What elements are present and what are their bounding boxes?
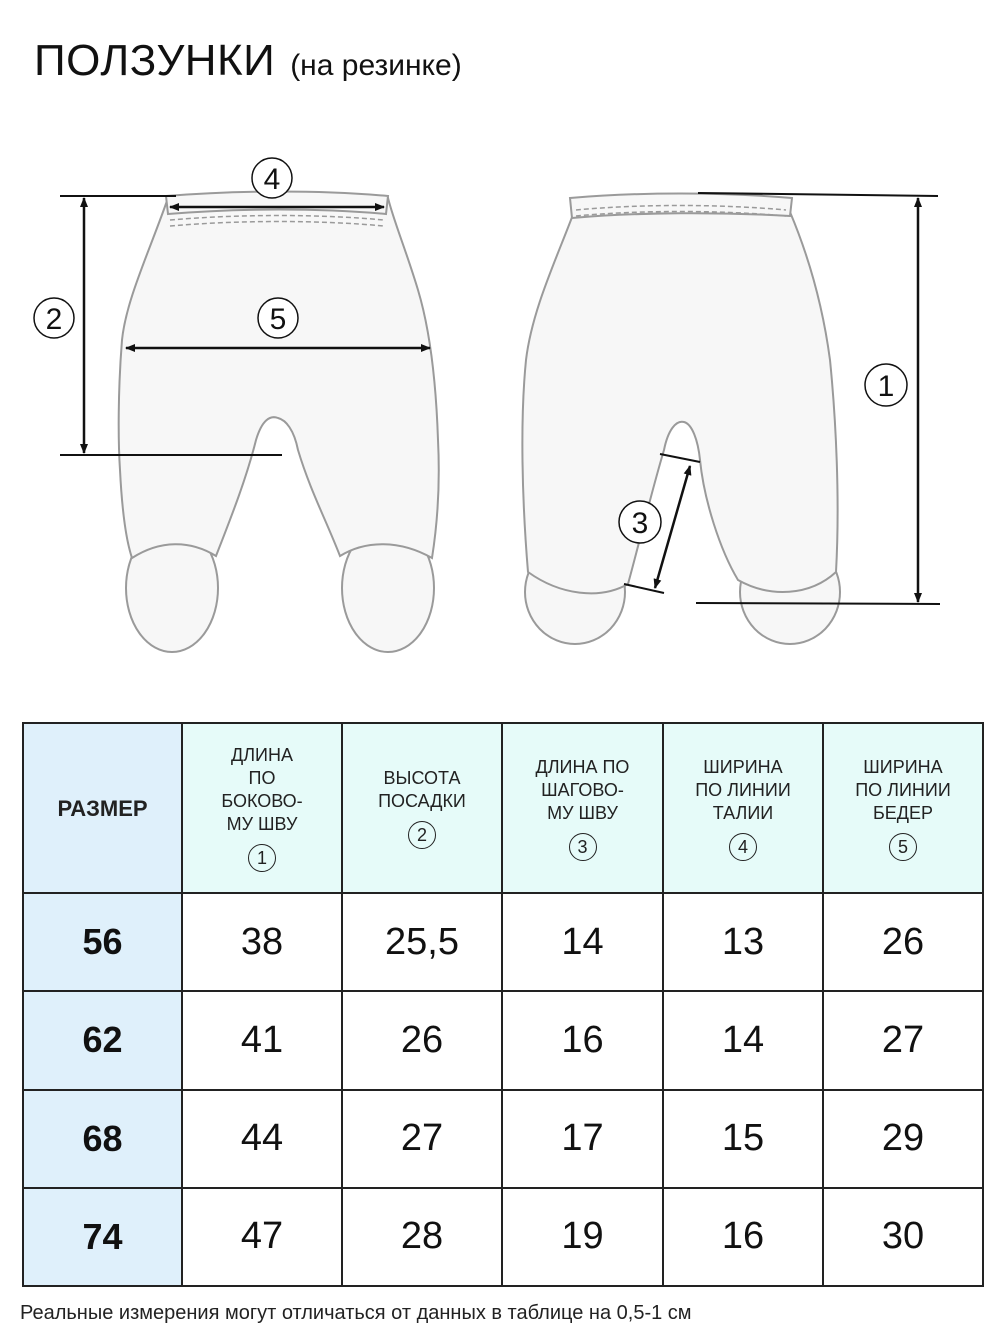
table-cell: 16 [501, 990, 664, 1091]
front-body [117, 197, 440, 560]
column-marker: 4 [729, 832, 757, 861]
pants-back-view [521, 192, 841, 645]
table-row: 56 38 25,5 14 13 26 [22, 891, 984, 993]
marker-5-circle [257, 297, 299, 339]
marker-4-circle [251, 157, 293, 199]
ref-line-inseam-top [659, 453, 701, 463]
table-cell: 41 [181, 990, 343, 1091]
table-cell: 15 [662, 1088, 824, 1189]
column-label: ШИРИНА ПО ЛИНИИ БЕДЕР [855, 756, 951, 823]
title-subtitle: (на резинке) [290, 49, 462, 82]
table-cell: 16 [662, 1186, 824, 1288]
marker-2-circle [33, 297, 75, 339]
size-chart-table: РАЗМЕР ДЛИНА ПО БОКОВО- МУ ШВУ 1 ВЫСОТА … [22, 722, 984, 1288]
ref-line-waist-back [697, 192, 939, 197]
page-title: ПОЛЗУНКИ (на резинке) [34, 36, 462, 86]
marker-1-label: 1 [878, 370, 895, 403]
table-cell: 38 [181, 891, 343, 993]
table-cell: 26 [822, 891, 984, 993]
ref-line-bottom-back [695, 602, 941, 605]
pants-front-view [117, 190, 440, 653]
front-waistband-stitch [169, 214, 385, 221]
marker-3-label: 3 [632, 507, 649, 540]
size-cell: 68 [22, 1088, 183, 1189]
column-label: ДЛИНА ПО БОКОВО- МУ ШВУ [221, 745, 303, 834]
table-cell: 44 [181, 1088, 343, 1189]
arrow-inseam-length [653, 465, 692, 589]
table-cell: 29 [822, 1088, 984, 1189]
column-label: ДЛИНА ПО ШАГОВО- МУ ШВУ [535, 756, 630, 823]
table-cell: 14 [662, 990, 824, 1091]
table-cell: 47 [181, 1186, 343, 1288]
table-header-row: РАЗМЕР ДЛИНА ПО БОКОВО- МУ ШВУ 1 ВЫСОТА … [22, 722, 984, 894]
table-cell: 25,5 [341, 891, 503, 993]
size-cell: 62 [22, 990, 183, 1091]
marker-1-circle [864, 363, 908, 407]
column-header-inseam-length: ДЛИНА ПО ШАГОВО- МУ ШВУ 3 [501, 722, 664, 894]
table-cell: 19 [501, 1186, 664, 1288]
column-header-side-seam-length: ДЛИНА ПО БОКОВО- МУ ШВУ 1 [181, 722, 343, 894]
table-cell: 26 [341, 990, 503, 1091]
table-cell: 28 [341, 1186, 503, 1288]
size-cell: 74 [22, 1186, 183, 1288]
ref-line-inseam-bottom [623, 583, 665, 594]
size-cell: 56 [22, 891, 183, 993]
title-main: ПОЛЗУНКИ [34, 36, 276, 85]
column-marker: 5 [889, 832, 917, 861]
table-row: 68 44 27 17 15 29 [22, 1088, 984, 1189]
column-header-hip-width: ШИРИНА ПО ЛИНИИ БЕДЕР 5 [822, 722, 984, 894]
marker-3-circle [618, 500, 662, 544]
table-cell: 14 [501, 891, 664, 993]
footnote: Реальные измерения могут отличаться от д… [20, 1302, 692, 1324]
back-body [521, 211, 839, 595]
front-waistband-stitch [169, 220, 385, 227]
column-header-waist-width: ШИРИНА ПО ЛИНИИ ТАЛИИ 4 [662, 722, 824, 894]
back-waistband-stitch [575, 210, 787, 217]
marker-4-label: 4 [264, 163, 281, 196]
table-cell: 27 [341, 1088, 503, 1189]
marker-2-label: 2 [46, 303, 63, 336]
table-cell: 13 [662, 891, 824, 993]
column-marker: 1 [248, 844, 276, 872]
table-cell: 17 [501, 1088, 664, 1189]
column-marker: 3 [568, 832, 597, 861]
column-marker: 2 [408, 821, 436, 849]
back-waistband-stitch [575, 204, 787, 211]
column-label: ШИРИНА ПО ЛИНИИ ТАЛИИ [695, 756, 791, 823]
size-column-header: РАЗМЕР [22, 722, 183, 894]
marker-5-label: 5 [270, 303, 287, 336]
table-cell: 30 [822, 1186, 984, 1288]
column-header-rise-height: ВЫСОТА ПОСАДКИ 2 [341, 722, 503, 894]
table-cell: 27 [822, 990, 984, 1091]
column-label: ВЫСОТА ПОСАДКИ [378, 768, 466, 811]
table-row: 62 41 26 16 14 27 [22, 990, 984, 1091]
table-row: 74 47 28 19 16 30 [22, 1186, 984, 1288]
measurement-diagram: 4 5 2 1 3 [33, 157, 941, 653]
